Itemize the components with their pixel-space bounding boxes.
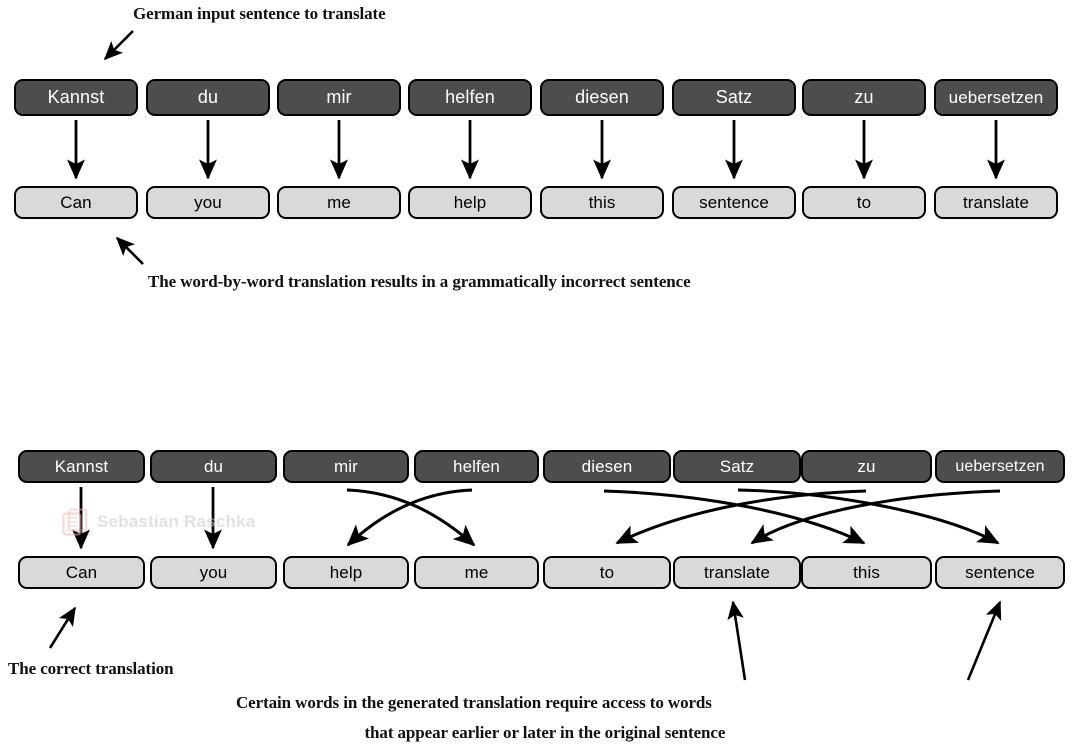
top-target-token-3[interactable]: help [408,186,532,219]
top-alignment-arrows [67,120,1005,180]
bottom-target-token-4[interactable]: to [543,556,671,589]
watermark-text: Sebastian Raschka [97,512,256,531]
top-source-token-5[interactable]: Satz [672,79,796,116]
top-source-token-7[interactable]: uebersetzen [934,79,1058,116]
caption-german-input: German input sentence to translate [133,4,386,23]
top-source-token-3[interactable]: helfen [408,79,532,116]
watermark: Sebastian Raschka [60,507,255,537]
bottom-source-token-0[interactable]: Kannst [18,450,145,483]
bottom-source-token-7[interactable]: uebersetzen [935,450,1065,483]
bottom-target-token-2[interactable]: help [283,556,409,589]
top-target-token-0[interactable]: Can [14,186,138,219]
top-target-token-7[interactable]: translate [934,186,1058,219]
bottom-target-token-5[interactable]: translate [673,556,801,589]
top-source-token-6[interactable]: zu [802,79,926,116]
bottom-target-token-1[interactable]: you [150,556,277,589]
top-source-token-1[interactable]: du [146,79,270,116]
bottom-source-token-4[interactable]: diesen [543,450,671,483]
bottom-target-token-6[interactable]: this [801,556,932,589]
bottom-source-token-1[interactable]: du [150,450,277,483]
pointer-arrow-wordbyword-caption [115,236,144,265]
caption-word-by-word: The word-by-word translation results in … [148,272,691,291]
pointer-arrows-context-caption [727,600,1002,681]
bottom-source-token-5[interactable]: Satz [673,450,801,483]
caption-context-line1: Certain words in the generated translati… [236,693,712,712]
pointer-arrow-correct-translation [48,606,77,649]
top-source-token-4[interactable]: diesen [540,79,664,116]
caption-correct-translation: The correct translation [8,659,174,678]
bottom-source-token-2[interactable]: mir [283,450,409,483]
top-source-token-0[interactable]: Kannst [14,79,138,116]
bottom-alignment-arrows [72,487,1001,550]
top-target-token-5[interactable]: sentence [672,186,796,219]
top-target-token-1[interactable]: you [146,186,270,219]
bottom-target-token-0[interactable]: Can [18,556,145,589]
top-target-token-6[interactable]: to [802,186,926,219]
bottom-target-token-3[interactable]: me [414,556,539,589]
caption-context-line2: that appear earlier or later in the orig… [364,723,726,742]
top-target-token-2[interactable]: me [277,186,401,219]
top-source-token-2[interactable]: mir [277,79,401,116]
top-target-token-4[interactable]: this [540,186,664,219]
bottom-source-token-3[interactable]: helfen [414,450,539,483]
pointer-arrow-german-input [103,30,134,61]
bottom-target-token-7[interactable]: sentence [935,556,1065,589]
bottom-source-token-6[interactable]: zu [801,450,932,483]
stacked-cards-logo-icon [62,508,87,536]
